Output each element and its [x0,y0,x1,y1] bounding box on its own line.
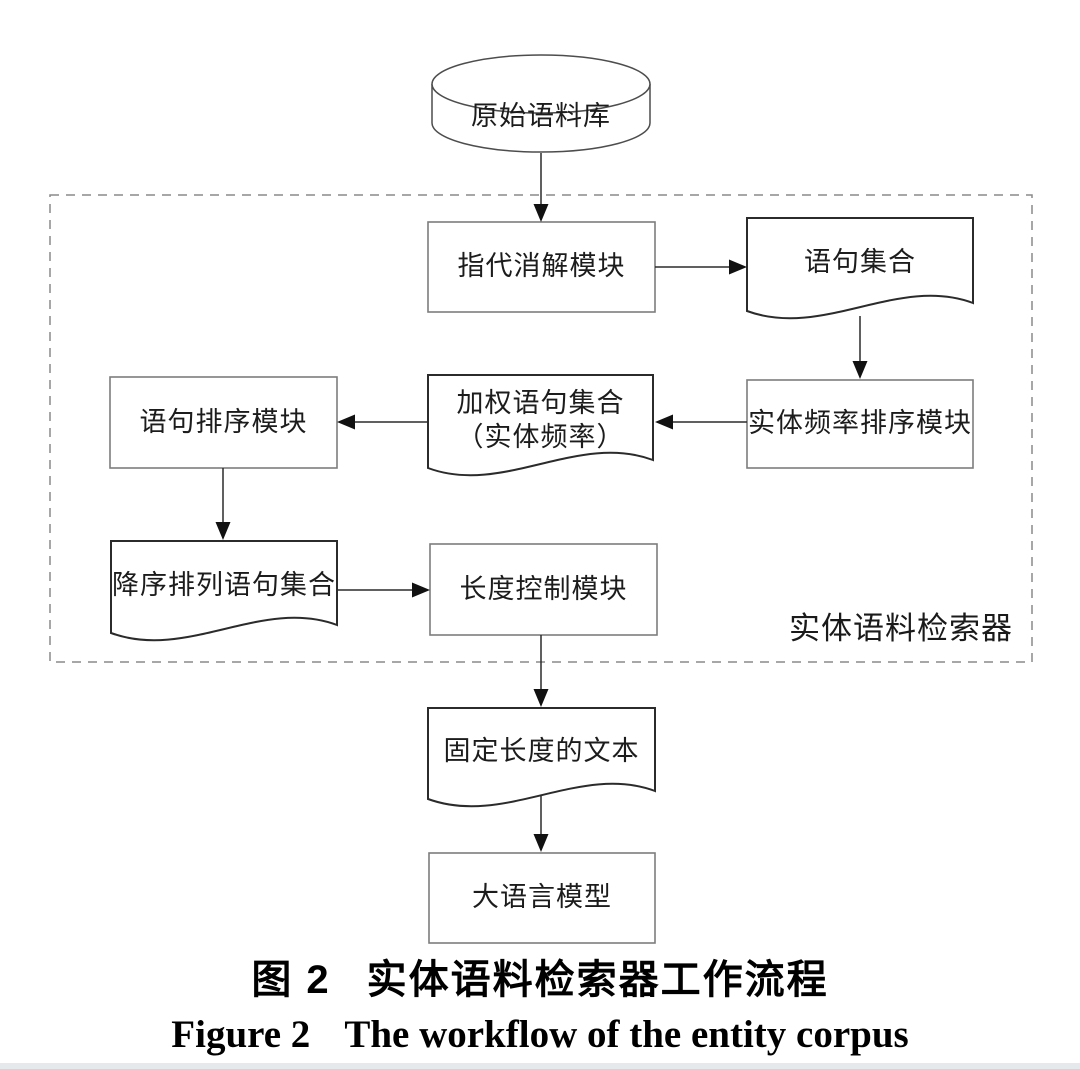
corpus-cylinder-top [431,54,651,114]
entity-retriever-group-label: 实体语料检索器 [789,610,1013,646]
flow-arrows [222,153,861,835]
llm-box [428,852,656,944]
sentence-sort-module-box [109,376,338,469]
caption-english-number: Figure 2 [171,1012,311,1056]
freq-sort-module-box [746,379,974,469]
flow-arrowheads [215,204,868,852]
caption-chinese: 图 2 实体语料检索器工作流程 [0,950,1080,1002]
desc-set-document [110,540,338,642]
length-control-module-box [429,543,658,636]
caption-english-title: The workflow of the entity corpus [344,1012,909,1056]
caption-english: Figure 2 The workflow of the entity corp… [0,1008,1080,1060]
coref-module-box [427,221,656,313]
weighted-set-document [427,374,654,477]
sentence-set-document [746,217,974,320]
page-bottom-edge [0,1063,1080,1069]
caption-chinese-title: 实体语料检索器工作流程 [366,958,829,1002]
caption-chinese-number: 图 2 [251,958,331,1002]
fixed-text-document [427,707,656,808]
